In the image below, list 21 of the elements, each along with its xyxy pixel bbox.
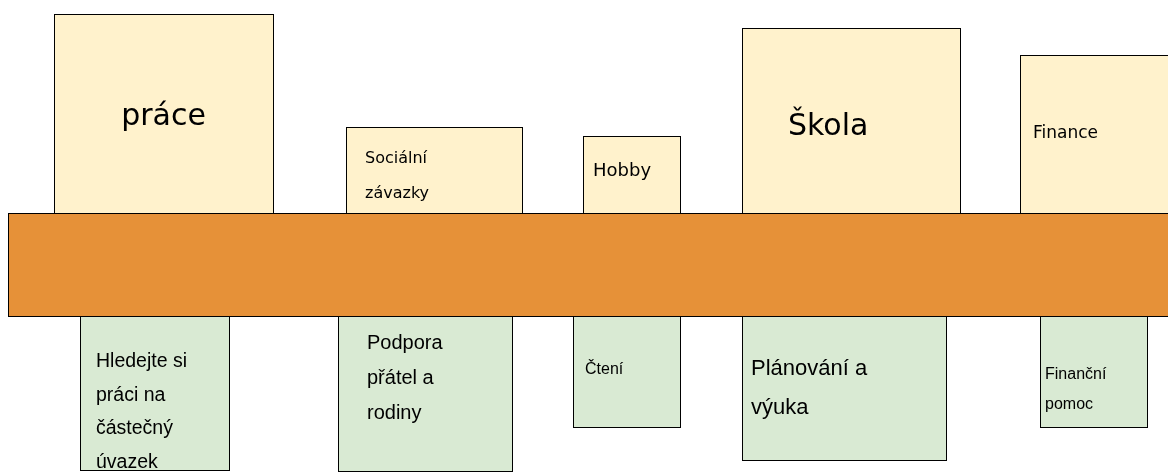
strategy-box [573, 316, 681, 428]
category-box [346, 127, 523, 214]
category-box [54, 14, 274, 214]
box-label: Finance [1033, 122, 1100, 143]
box-label: Sociální závazky [365, 147, 431, 205]
strategy-box [742, 316, 947, 461]
box-label: Čtení [585, 359, 625, 379]
category-box [583, 136, 681, 214]
strategy-box [80, 316, 230, 471]
strategy-box [338, 316, 513, 472]
box-label: práce [120, 97, 207, 133]
category-box [742, 28, 961, 214]
category-box [1020, 55, 1168, 214]
timeline-bar [8, 213, 1168, 317]
box-label: Škola [788, 107, 870, 143]
box-label: Hledejte si práci na částečný úvazek [96, 348, 189, 472]
box-label: Podpora přátel a rodiny [367, 330, 444, 425]
box-label: Finanční pomoc [1045, 364, 1108, 414]
box-label: Plánování a výuka [751, 354, 869, 421]
box-label: Hobby [593, 159, 653, 181]
strategy-box [1040, 316, 1148, 428]
